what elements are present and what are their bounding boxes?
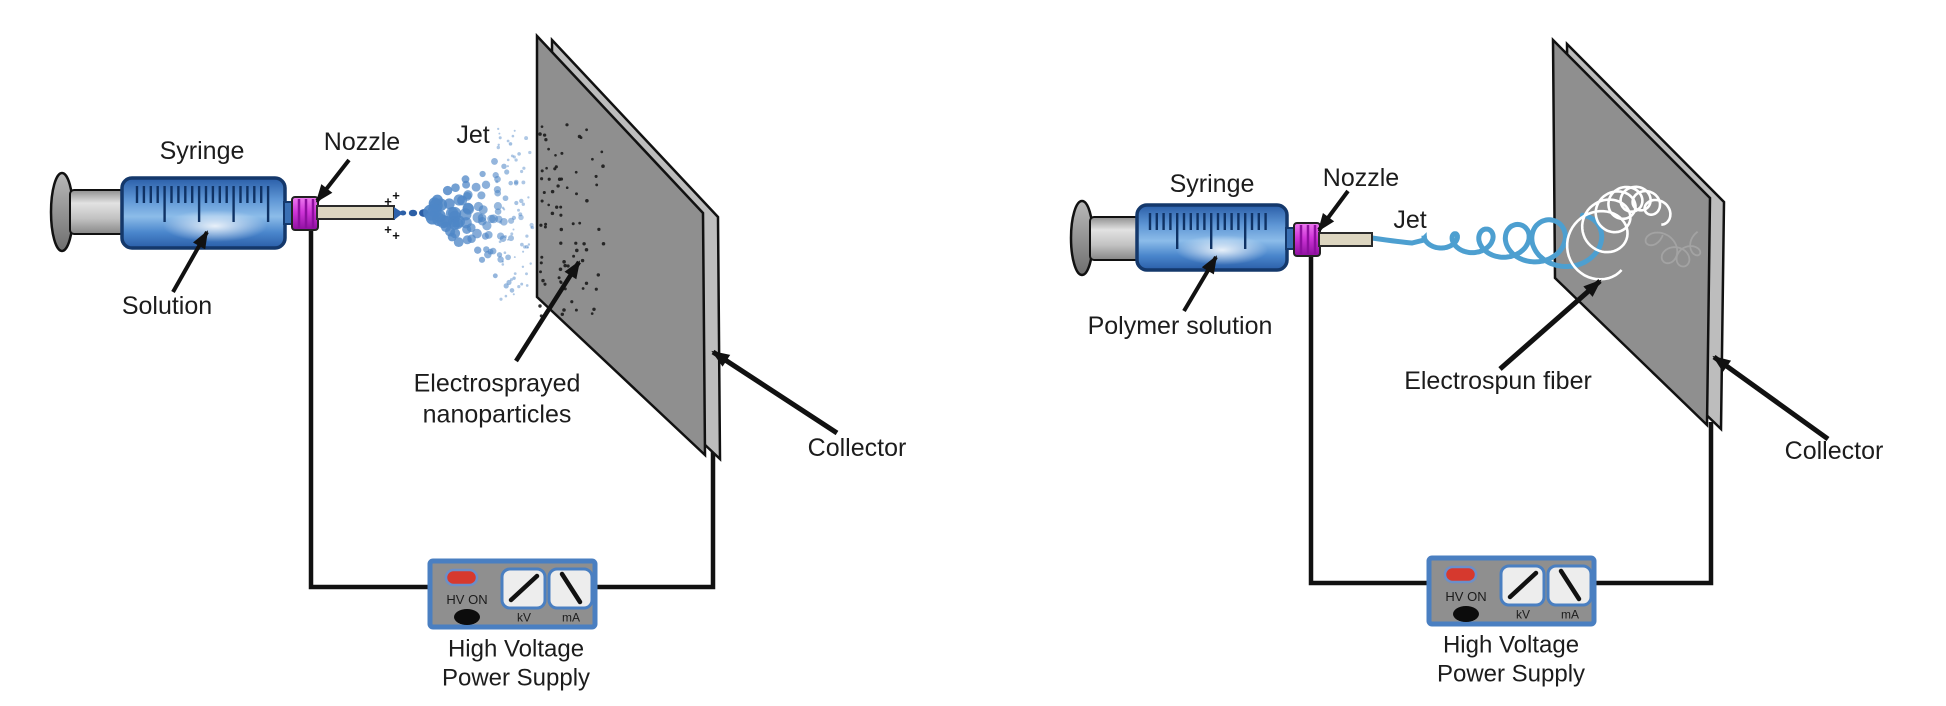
barrel-highlight — [163, 210, 267, 242]
left-wire-psu-to-collector — [595, 452, 716, 590]
electrospun-fiber-coil-faint — [1644, 230, 1702, 268]
left-deposit-arrow — [514, 260, 581, 363]
left-syringe: + + + + — [49, 171, 403, 253]
right-syringe — [1069, 199, 1373, 277]
charge-plus-icon: + — [392, 228, 400, 243]
right-nozzle-arrow — [1317, 189, 1350, 232]
right-collector-plate — [1551, 36, 1726, 432]
charge-plus-icon: + — [384, 222, 392, 237]
right-power-supply — [1429, 558, 1594, 624]
left-collector-arrow — [711, 349, 839, 436]
charge-plus-icon: + — [392, 188, 400, 203]
left-solution-arrow — [171, 230, 209, 293]
charge-plus-icon: + — [384, 194, 392, 209]
barrel-scale-ticks — [1148, 213, 1267, 249]
plunger-shaft — [1089, 216, 1141, 261]
barrel-scale-ticks — [135, 186, 270, 222]
nozzle-tube — [1318, 232, 1373, 247]
left-wire-nozzle-to-psu — [308, 222, 430, 590]
electrospun-fiber-coil — [1565, 185, 1672, 281]
right-deposit-arrow — [1498, 279, 1602, 371]
right-wire-psu-to-collector — [1594, 422, 1714, 586]
barrel-highlight — [1176, 235, 1268, 265]
taylor-cone — [394, 207, 403, 220]
left-collector-plate — [535, 32, 722, 462]
nozzle-tube — [316, 205, 395, 220]
right-wire-nozzle-to-psu — [1308, 252, 1429, 586]
plunger-shaft — [69, 189, 125, 235]
right-solution-arrow — [1182, 255, 1218, 313]
electrospray-jet-droplets — [399, 127, 535, 301]
left-nozzle-arrow — [315, 158, 351, 203]
right-collector-arrow — [1712, 354, 1830, 442]
left-power-supply — [430, 561, 595, 627]
electrospinning-jet-coil — [1369, 212, 1605, 269]
